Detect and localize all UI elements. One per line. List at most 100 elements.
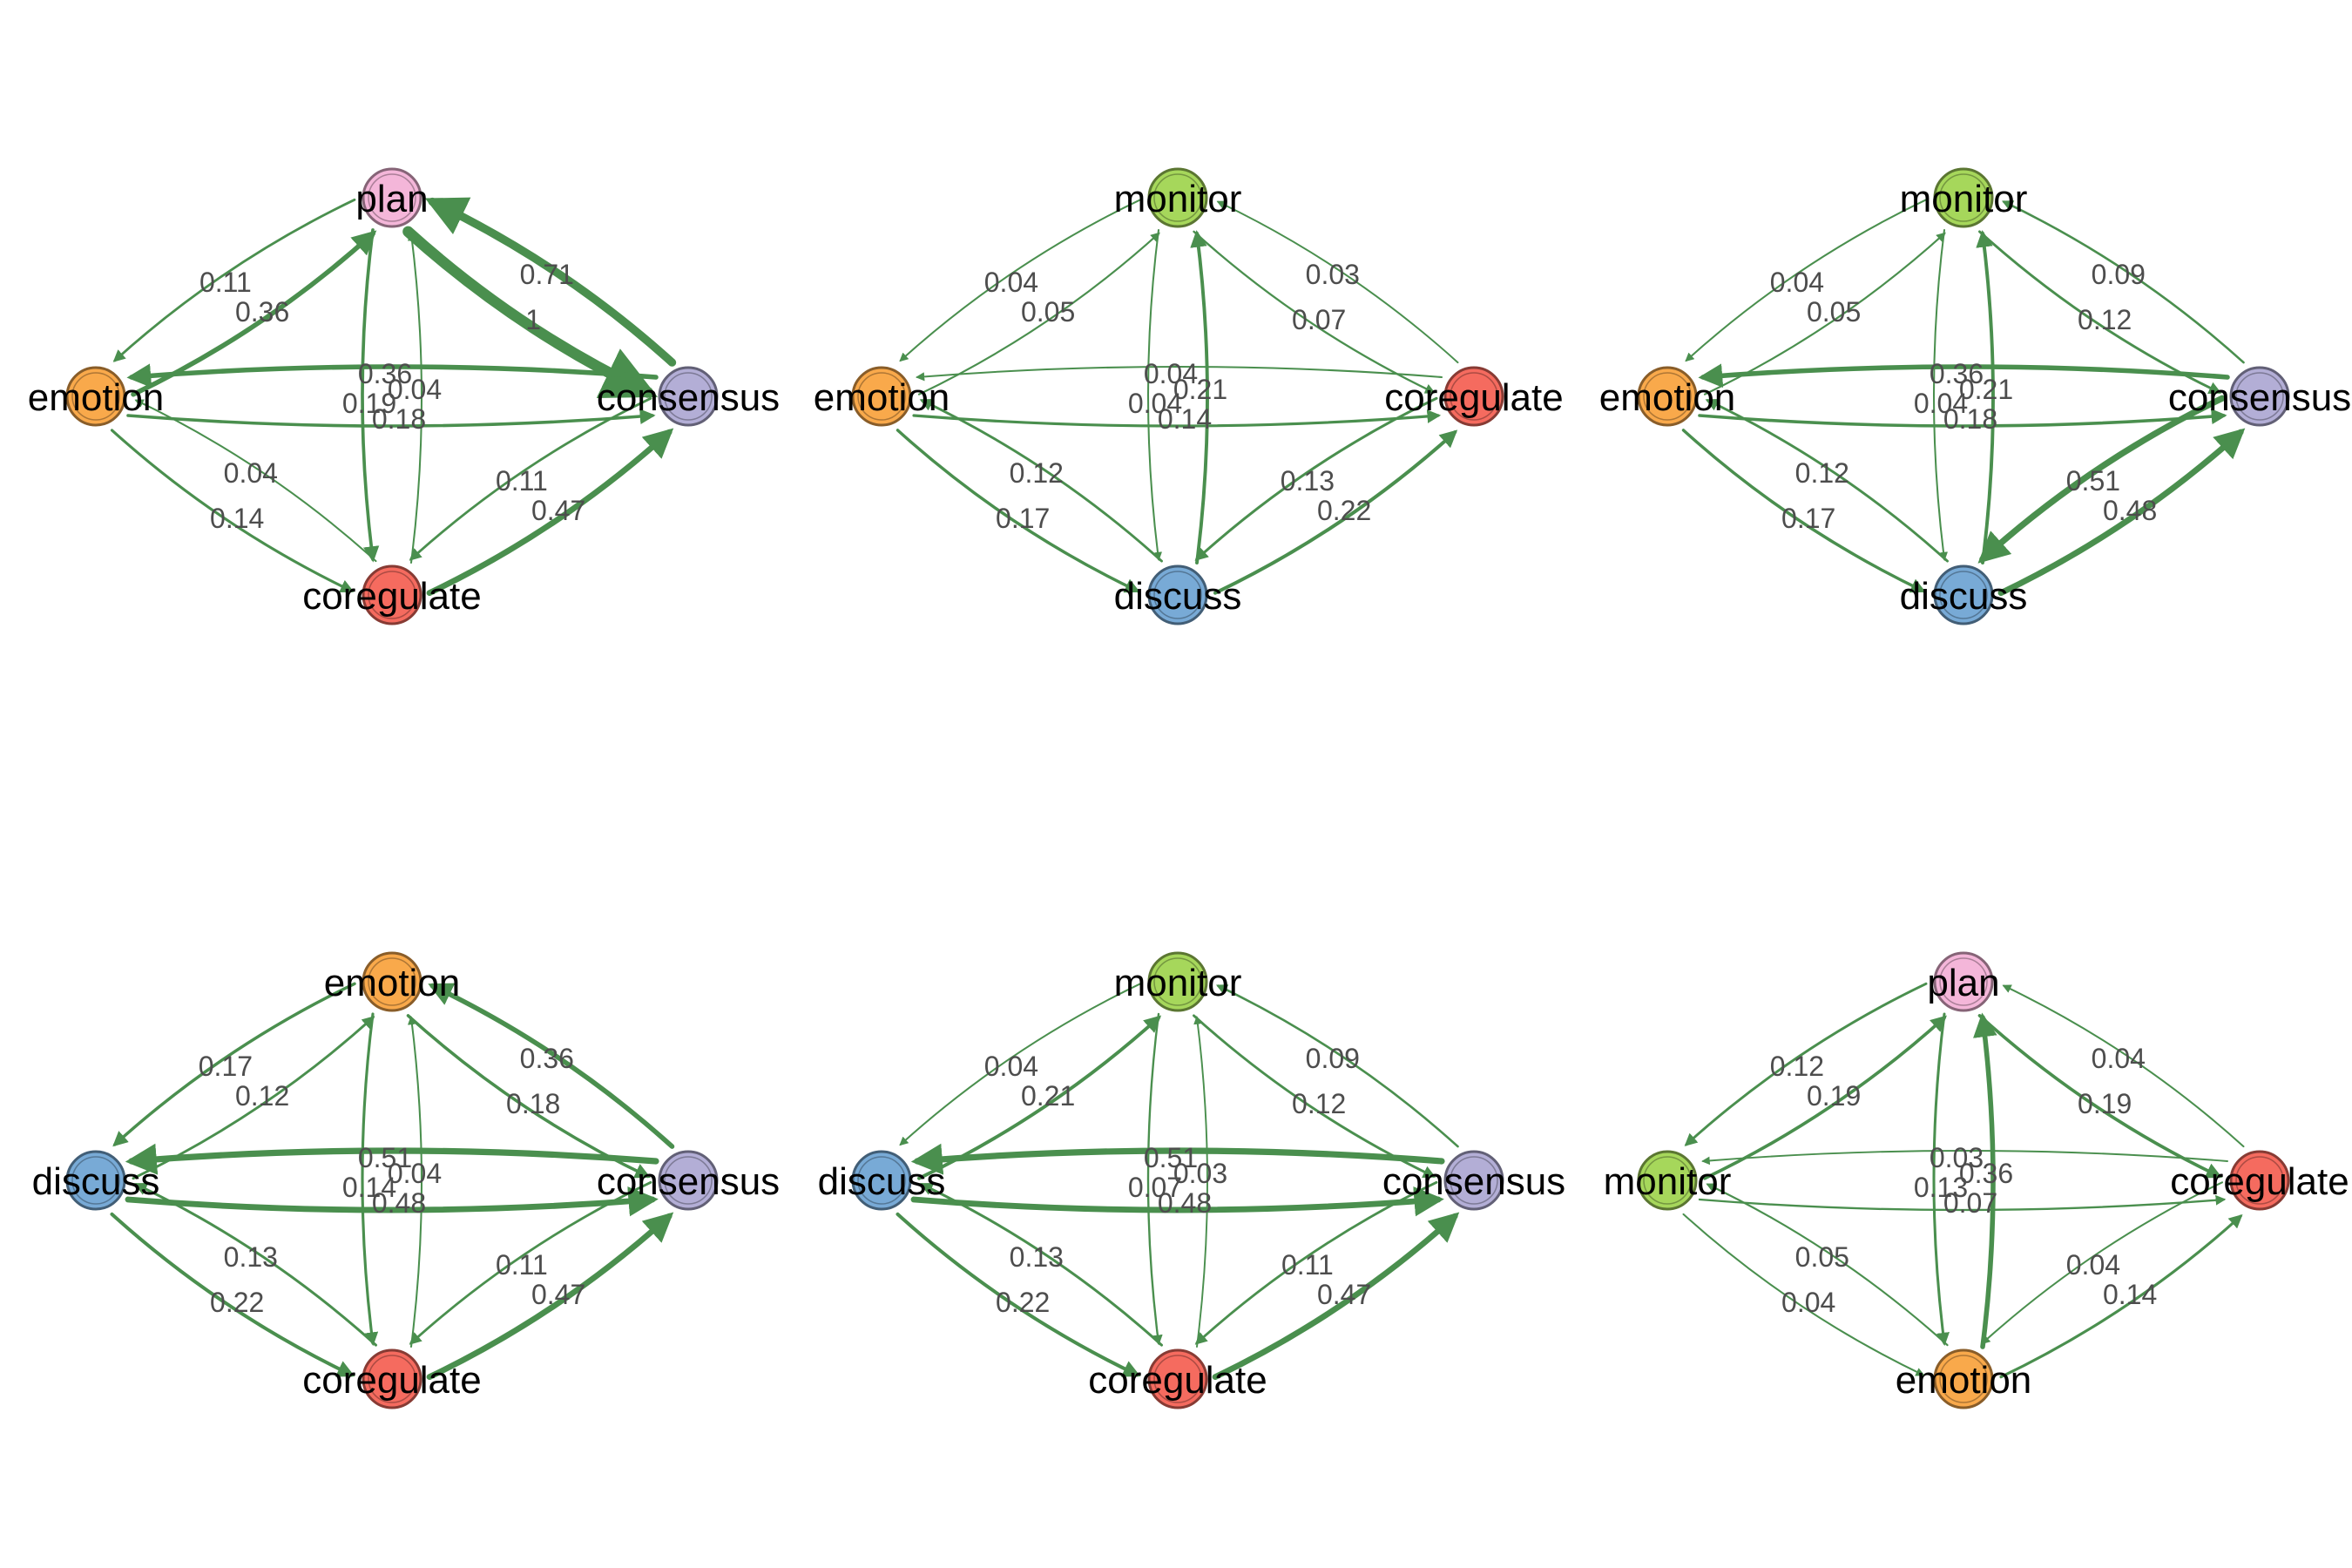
edge-emotion-to-monitor xyxy=(1706,1183,1949,1347)
node-ring xyxy=(1643,1156,1692,1205)
edge-weight-label: 0.07 xyxy=(1943,1187,1997,1219)
edge-weight-label: 0.17 xyxy=(1781,503,1835,534)
node-ring xyxy=(1939,957,1988,1006)
edge-emotion-to-coregulate xyxy=(912,409,1442,428)
edge-weight-label: 0.04 xyxy=(388,374,442,405)
node-label-emotion: emotion xyxy=(814,376,950,419)
edge-group xyxy=(110,197,677,597)
edge-weight-label: 0.09 xyxy=(1306,1043,1360,1074)
edge-discuss-to-emotion xyxy=(919,399,1163,563)
edge-weight-label: 0.09 xyxy=(2092,259,2146,290)
edge-consensus-to-monitor xyxy=(1215,984,1459,1148)
node-consensus xyxy=(2229,366,2290,427)
edge-emotion-to-discuss xyxy=(1681,429,1926,593)
edge-emotion-to-coregulate xyxy=(1999,1213,2243,1379)
edge-emotion-to-plan xyxy=(131,230,377,397)
edge-emotion-to-consensus xyxy=(1698,409,2227,428)
edge-monitor-to-coregulate xyxy=(1698,1194,2227,1212)
edge-coregulate-to-consensus xyxy=(426,1212,674,1381)
edge-weight-label: 0.14 xyxy=(342,1172,396,1203)
edge-emotion-to-monitor xyxy=(917,232,1160,395)
edge-discuss-to-consensus xyxy=(910,1186,1444,1217)
edge-coregulate-to-consensus xyxy=(426,428,674,597)
edge-weight-label: 0.11 xyxy=(199,267,252,298)
edge-group xyxy=(896,983,1460,1381)
node-ring xyxy=(664,1156,713,1205)
node-ring xyxy=(664,372,713,421)
edge-coregulate-to-monitor xyxy=(1216,200,1459,364)
edge-weight-label: 0.04 xyxy=(388,1158,442,1189)
node-ring xyxy=(368,571,416,619)
edge-weight-label: 0.13 xyxy=(224,1241,278,1273)
node-label-discuss: discuss xyxy=(818,1160,946,1203)
edge-weight-label: 0.11 xyxy=(1281,1249,1334,1281)
edge-consensus-to-coregulate xyxy=(1194,1180,1438,1345)
edge-coregulate-to-monitor xyxy=(1193,1016,1208,1348)
edge-discuss-to-coregulate xyxy=(110,1212,355,1377)
edge-consensus-to-discuss xyxy=(910,1143,1445,1175)
edge-plan-to-coregulate xyxy=(361,228,380,563)
edge-weight-label: 0.19 xyxy=(2078,1088,2132,1119)
edge-emotion-to-monitor xyxy=(1703,232,1946,395)
edge-monitor-to-discuss xyxy=(899,983,1142,1146)
edge-discuss-to-coregulate xyxy=(1213,429,1458,595)
node-label-consensus: consensus xyxy=(597,376,780,419)
node-monitor xyxy=(1147,167,1208,228)
edge-consensus-to-plan xyxy=(424,197,677,367)
edge-monitor-to-emotion xyxy=(1682,1213,1925,1376)
edge-weight-label: 0.13 xyxy=(1010,1241,1064,1273)
edge-consensus-to-discuss xyxy=(125,1143,659,1175)
edge-weight-label: 0.04 xyxy=(1128,388,1182,419)
node-ring xyxy=(71,1156,120,1205)
edge-emotion-to-coregulate xyxy=(110,429,355,593)
edge-weight-label: 0.47 xyxy=(1317,1279,1371,1310)
edge-emotion-to-coregulate xyxy=(361,1012,379,1347)
edge-discuss-to-emotion xyxy=(1705,399,1949,563)
edge-weight-label: 0.03 xyxy=(1173,1158,1227,1189)
edge-weight-label: 0.05 xyxy=(1021,296,1075,328)
edge-weight-label: 0.71 xyxy=(520,259,574,290)
node-ring xyxy=(1153,173,1202,222)
edge-weight-label: 0.12 xyxy=(1795,457,1849,489)
edge-weight-label: 0.05 xyxy=(1795,1241,1849,1273)
node-coregulate xyxy=(1443,366,1504,427)
edge-weight-label: 0.21 xyxy=(1959,374,2013,405)
edge-weight-label: 0.51 xyxy=(358,1142,412,1173)
node-ring xyxy=(1153,571,1202,619)
node-ring xyxy=(368,957,416,1006)
edge-weight-label: 0.36 xyxy=(520,1043,574,1074)
edge-coregulate-to-emotion xyxy=(1981,1181,2224,1345)
node-discuss xyxy=(851,1150,912,1211)
edge-weight-label: 0.21 xyxy=(1173,374,1227,405)
edge-weight-label: 0.36 xyxy=(1930,358,1984,389)
node-consensus xyxy=(1443,1150,1504,1211)
node-label-plan: plan xyxy=(355,178,428,220)
edge-emotion-to-discuss xyxy=(896,429,1140,593)
node-ring xyxy=(1643,372,1692,421)
edge-weight-label: 0.13 xyxy=(1281,465,1335,497)
edge-weight-label: 0.36 xyxy=(235,296,289,328)
node-label-emotion: emotion xyxy=(1896,1359,2032,1402)
node-monitor xyxy=(1147,951,1208,1012)
edge-weight-label: 0.11 xyxy=(496,1249,548,1281)
node-discuss xyxy=(1933,564,1994,625)
edge-consensus-to-emotion xyxy=(126,363,659,389)
node-ring xyxy=(1450,1156,1498,1205)
edge-consensus-to-coregulate xyxy=(409,1180,652,1345)
edge-monitor-to-discuss xyxy=(1146,228,1163,562)
edge-weight-label: 0.04 xyxy=(984,267,1038,298)
edge-weight-label: 0.04 xyxy=(1144,358,1198,389)
node-label-coregulate: coregulate xyxy=(302,1359,481,1402)
edge-weight-label: 0.13 xyxy=(1914,1172,1968,1203)
node-coregulate xyxy=(2229,1150,2290,1211)
edge-monitor-to-coregulate xyxy=(1193,230,1436,394)
